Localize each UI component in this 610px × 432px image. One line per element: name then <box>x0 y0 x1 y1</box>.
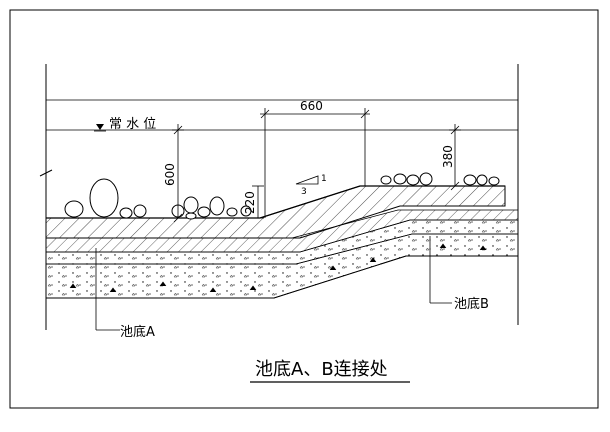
slope-label-1: 1 <box>321 174 327 184</box>
drawing-title: 池底A、B连接处 <box>255 359 388 380</box>
drawing-frame <box>9 9 599 409</box>
water-level-label: 常 水 位 <box>109 117 156 132</box>
dimension-660-label: 660 <box>300 99 323 113</box>
dimension-220-label: 220 <box>243 191 257 214</box>
slope-label-3: 3 <box>301 187 307 197</box>
dimension-660 <box>260 108 370 218</box>
top-surface-line <box>46 185 505 219</box>
dimension-380-label: 380 <box>441 145 455 168</box>
slope-indicator <box>295 175 319 185</box>
pool-bottom-a-label: 池底A <box>120 324 155 340</box>
dimension-600-label: 600 <box>163 163 177 186</box>
dimension-600 <box>172 124 184 223</box>
base-bottom-line <box>46 255 518 299</box>
break-mark-left <box>39 169 53 177</box>
pool-bottom-b-label: 池底B <box>454 296 489 312</box>
water-level-symbol <box>94 124 106 132</box>
earth-ticks <box>69 243 487 293</box>
pebbles <box>64 172 500 220</box>
dimension-380 <box>449 124 461 191</box>
dimension-220 <box>252 185 264 219</box>
